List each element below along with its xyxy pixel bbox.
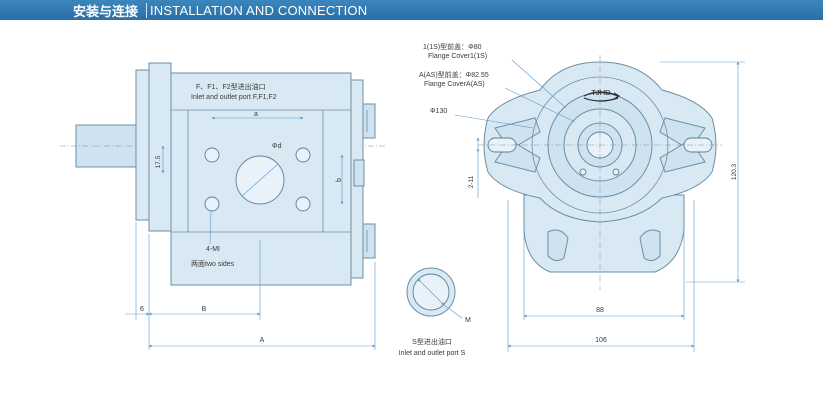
holes-label: 4-MI: [206, 246, 220, 253]
dim-88-label: 88: [596, 307, 604, 314]
flange1-en-label: Flange Cover1(1S): [428, 53, 487, 60]
mount-hole: [295, 196, 311, 212]
phi130-label: Φ130: [430, 108, 447, 115]
side-port: [353, 159, 365, 187]
dim-b-label: b: [336, 178, 343, 182]
title-divider: [146, 3, 147, 18]
section-title-cn: 安装与连接: [73, 5, 139, 20]
rotation-arrow-icon: [583, 91, 619, 97]
lower-pocket: [639, 229, 661, 262]
two-sides-label: 两面two sides: [191, 260, 235, 268]
dim-106-label: 106: [595, 337, 607, 344]
section-header: 安装与连接 INSTALLATION AND CONNECTION: [0, 0, 823, 20]
bolt-boss-bottom: [362, 223, 376, 259]
port-s-view: M S型进出油口 Inlet and outlet port S: [399, 267, 471, 357]
mount-hole: [204, 147, 220, 163]
dim-M-label: M: [465, 317, 471, 324]
dim-a-label: a: [254, 111, 258, 118]
dim-6-label: 6: [140, 306, 144, 313]
port-title-en: Inlet and outlet port F,F1,F2: [191, 94, 277, 101]
flangeA-cn-label: A(AS)型前盖：Φ82.55: [419, 70, 489, 79]
rotation-label: TJHD: [591, 88, 611, 97]
mount-hole: [295, 147, 311, 163]
port-title-cn: F、F1、F2型进出油口: [196, 82, 266, 91]
flange1-cn-label: 1(1S)型前盖：Φ80: [423, 42, 482, 51]
port-s-caption-en: Inlet and outlet port S: [399, 350, 466, 357]
flange-plate: [135, 69, 150, 221]
dim-phi-d-label: Φd: [272, 143, 282, 150]
bolt-boss-top: [362, 103, 376, 139]
lower-pocket: [547, 229, 569, 262]
flangeA-en-label: Flange CoverA(AS): [424, 81, 485, 88]
small-hole: [612, 168, 620, 176]
dim-2-11-label: 2-11: [468, 175, 475, 188]
front-cover: [148, 62, 172, 232]
dim-120-3-label: 120.3: [731, 163, 738, 180]
side-view: a Φd b 17.5 F、F1、F2型进出油口 Inlet and outle…: [60, 62, 385, 350]
section-title-en: INSTALLATION AND CONNECTION: [150, 3, 368, 18]
port-s-caption-cn: S型进出油口: [412, 337, 452, 346]
mount-hole: [204, 196, 220, 212]
dim-17-label: 17.5: [155, 155, 162, 168]
dim-B-label: B: [202, 306, 207, 313]
front-view: TJHD 1(1S)型前盖：Φ80 Flange Cover1(1S) A(AS…: [419, 42, 745, 352]
dim-A-label: A: [260, 337, 265, 344]
small-hole: [579, 168, 587, 176]
